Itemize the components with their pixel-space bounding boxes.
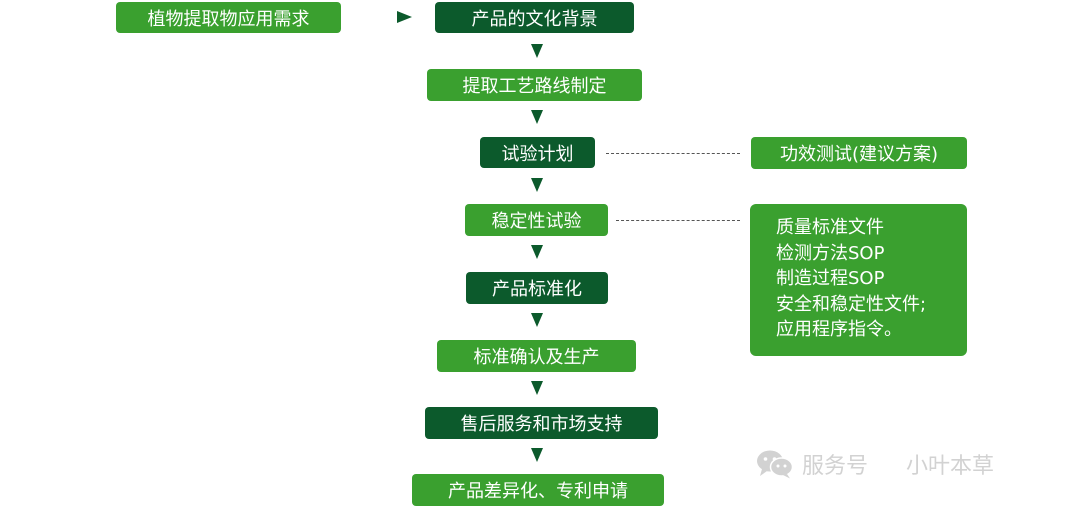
documents-line: 质量标准文件 <box>776 217 884 238</box>
step-label: 稳定性试验 <box>491 211 582 232</box>
step-after-sales: 售后服务和市场支持 <box>425 407 658 439</box>
dashed-connector <box>606 153 740 154</box>
down-arrow-icon <box>531 381 543 395</box>
step-label: 试验计划 <box>501 143 574 165</box>
step-culture-background: 产品的文化背景 <box>435 2 634 33</box>
down-arrow-icon <box>531 313 543 327</box>
step-differentiation-patent: 产品差异化、专利申请 <box>412 474 664 506</box>
down-arrow-icon <box>531 178 543 192</box>
right-arrow-icon <box>397 11 412 23</box>
step-label: 提取工艺路线制定 <box>462 76 607 97</box>
documents-line: 制造过程SOP <box>776 268 885 289</box>
step-label: 产品的文化背景 <box>471 8 598 30</box>
step-label: 产品差异化、专利申请 <box>448 481 628 502</box>
down-arrow-icon <box>531 448 543 462</box>
watermark: 服务号 小叶本草 <box>756 446 994 482</box>
documents-box: 质量标准文件 检测方法SOP 制造过程SOP 安全和稳定性文件; 应用程序指令。 <box>750 204 967 356</box>
step-label: 售后服务和市场支持 <box>460 414 623 435</box>
down-arrow-icon <box>531 44 543 58</box>
documents-line: 检测方法SOP <box>776 242 885 264</box>
documents-line: 安全和稳定性文件; <box>776 293 927 315</box>
wechat-icon <box>756 449 794 479</box>
input-requirement-label: 植物提取物应用需求 <box>147 8 310 30</box>
step-label: 产品标准化 <box>492 279 582 300</box>
step-extraction-route: 提取工艺路线制定 <box>427 69 642 101</box>
down-arrow-icon <box>531 110 543 124</box>
step-stability-test: 稳定性试验 <box>465 204 608 236</box>
documents-line: 应用程序指令。 <box>776 319 902 340</box>
step-label: 标准确认及生产 <box>473 347 600 368</box>
step-test-plan: 试验计划 <box>480 137 595 168</box>
input-requirement-box: 植物提取物应用需求 <box>116 2 341 33</box>
down-arrow-icon <box>531 245 543 259</box>
watermark-brand: 小叶本草 <box>906 454 995 479</box>
dashed-connector <box>616 220 740 221</box>
efficacy-test-box: 功效测试(建议方案) <box>751 137 967 169</box>
watermark-text: 服务号 <box>802 454 869 479</box>
step-confirm-production: 标准确认及生产 <box>437 340 636 372</box>
efficacy-test-label: 功效测试(建议方案) <box>779 144 939 165</box>
step-standardization: 产品标准化 <box>466 272 608 304</box>
